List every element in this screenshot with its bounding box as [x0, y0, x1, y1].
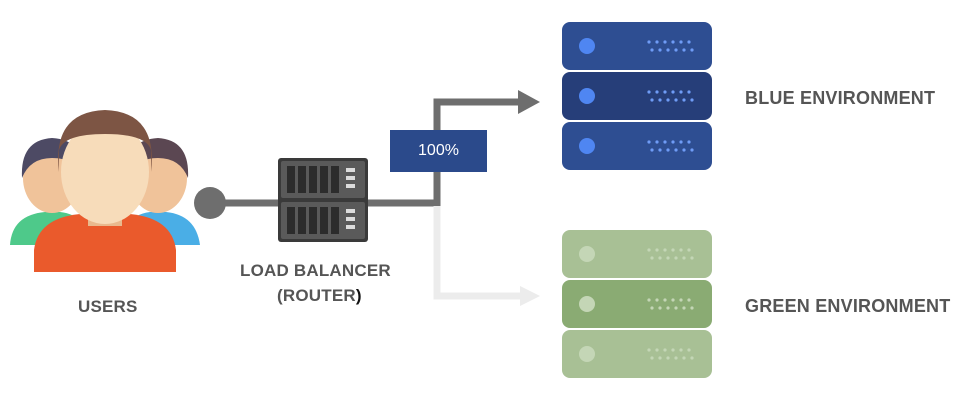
users-label: USERS: [78, 297, 138, 316]
blue-environment-label: BLUE ENVIRONMENT: [745, 88, 936, 108]
traffic-percentage-badge: 100%: [390, 130, 487, 172]
user-front-icon: [34, 110, 176, 272]
router-label-text: (ROUTER: [277, 286, 356, 305]
blue-route-arrowhead: [518, 90, 540, 114]
blue-server-unit: [562, 122, 712, 170]
blue-power-light-icon: [579, 38, 595, 54]
users-connector-dot: [194, 187, 226, 219]
green-server-unit: [562, 230, 712, 278]
green-environment-label: GREEN ENVIRONMENT: [745, 296, 951, 316]
blue-power-light-icon: [579, 88, 595, 104]
load-balancer-label: LOAD BALANCER: [240, 261, 391, 280]
blue-server-stack: [562, 22, 712, 170]
green-server-unit: [562, 280, 712, 328]
green-power-light-icon: [579, 346, 595, 362]
users-icon: [10, 110, 200, 272]
router-label-paren: ): [355, 286, 362, 305]
blue-server-unit: [562, 22, 712, 70]
green-route-arrowhead: [520, 286, 540, 306]
green-power-light-icon: [579, 296, 595, 312]
traffic-percentage-text: 100%: [418, 142, 459, 159]
green-power-light-icon: [579, 246, 595, 262]
blue-power-light-icon: [579, 138, 595, 154]
router-label: (ROUTER): [277, 286, 362, 306]
load-balancer-icon: [278, 158, 368, 242]
green-route-line: [433, 203, 520, 300]
blue-server-unit: [562, 72, 712, 120]
green-server-unit: [562, 330, 712, 378]
green-server-stack: [562, 230, 712, 378]
